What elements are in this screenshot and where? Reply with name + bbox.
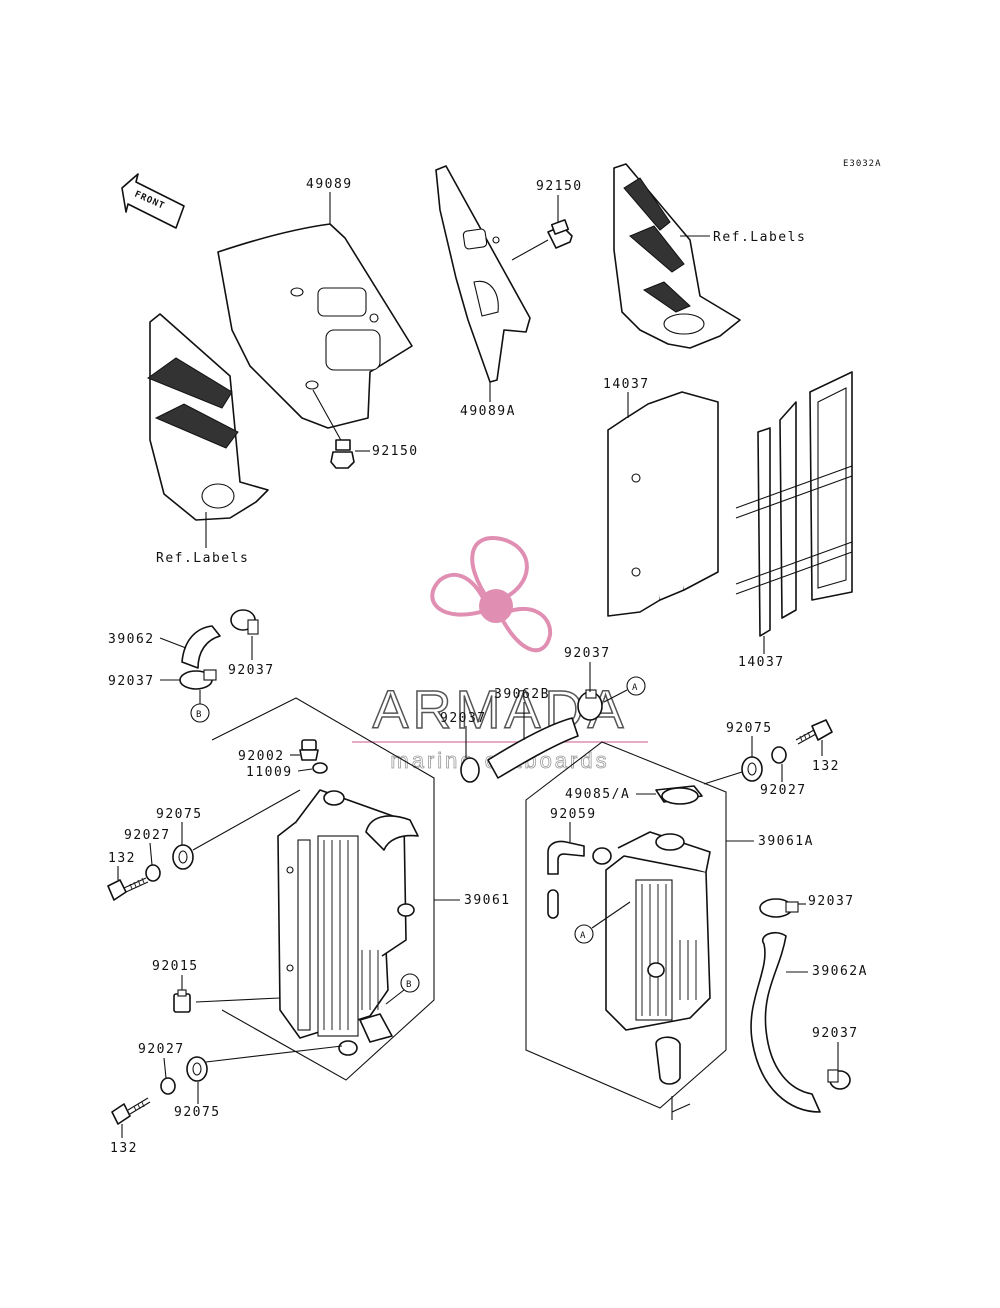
bolt-92150-top — [511, 219, 573, 261]
radiator-guard-14037-a — [607, 391, 719, 617]
cap-92002 — [299, 739, 319, 761]
label-39061a: 39061A — [758, 834, 814, 849]
clamp-92037-c — [460, 757, 480, 783]
hose-39062b — [487, 717, 579, 779]
marker-b-radiator-label: B — [406, 980, 412, 990]
propeller-icon — [430, 536, 553, 653]
label-49085a: 49085/A — [565, 787, 630, 802]
label-92037-b: 92037 — [228, 663, 275, 678]
label-14037-b: 14037 — [738, 655, 785, 670]
clip-92015 — [173, 989, 191, 1013]
label-39062: 39062 — [108, 632, 155, 647]
shroud-49089a — [435, 165, 531, 383]
radiator-box-39061a — [525, 741, 727, 1109]
label-132-c: 132 — [812, 759, 840, 774]
marker-a-top-label: A — [632, 683, 638, 693]
label-92002: 92002 — [238, 749, 285, 764]
shroud-graphic-left — [146, 313, 269, 521]
label-11009: 11009 — [246, 765, 293, 780]
label-92037-a: 92037 — [108, 674, 155, 689]
clamp-92037-a — [179, 669, 217, 690]
label-92037-c: 92037 — [440, 711, 487, 726]
label-92037-f: 92037 — [812, 1026, 859, 1041]
marker-a-radiator-label: A — [580, 931, 586, 941]
label-92027-b: 92027 — [138, 1042, 185, 1057]
marker-a-radiator: A — [574, 901, 631, 944]
label-39062a: 39062A — [812, 964, 868, 979]
grommet-92075-b — [186, 1056, 208, 1082]
label-ref-labels-left: Ref.Labels — [156, 551, 249, 566]
hose-39062a — [750, 931, 821, 1113]
label-92150-left: 92150 — [372, 444, 419, 459]
bolt-132-c — [795, 719, 833, 745]
label-92027-c: 92027 — [760, 783, 807, 798]
label-92075-b: 92075 — [174, 1105, 221, 1120]
label-92015: 92015 — [152, 959, 199, 974]
label-92075-a: 92075 — [156, 807, 203, 822]
diagram-code: E3032A — [843, 159, 882, 169]
shroud-49089 — [217, 223, 413, 429]
label-39062b: 39062B — [494, 687, 550, 702]
marker-b-top: B — [190, 690, 210, 723]
hose-92059 — [547, 840, 585, 919]
bolt-132-a — [107, 877, 149, 901]
label-92075-c: 92075 — [726, 721, 773, 736]
gasket-11009 — [312, 762, 328, 774]
bolt-132-b — [111, 1097, 151, 1125]
radiator-39061 — [277, 789, 419, 1056]
label-92150-top: 92150 — [536, 179, 583, 194]
marker-a-top: A — [603, 676, 646, 703]
label-132-a: 132 — [108, 851, 136, 866]
clamp-92037-f — [827, 1069, 851, 1090]
hose-39062 — [181, 625, 221, 669]
grommet-92075-a — [172, 844, 194, 870]
shroud-graphic-right — [613, 163, 741, 349]
collar-92027-b — [160, 1077, 176, 1095]
label-49089: 49089 — [306, 177, 353, 192]
label-92037-d: 92037 — [564, 646, 611, 661]
label-92027-a: 92027 — [124, 828, 171, 843]
label-132-b: 132 — [110, 1141, 138, 1156]
radiator-39061a — [592, 831, 711, 1085]
marker-b-radiator: B — [385, 973, 420, 1005]
label-92059: 92059 — [550, 807, 597, 822]
radiator-box-39061 — [211, 697, 435, 1081]
clamp-92037-b — [230, 609, 259, 635]
clamp-92037-e — [759, 898, 799, 918]
watermark-brand: ARMADA — [372, 680, 627, 740]
label-14037-a: 14037 — [603, 377, 650, 392]
label-92037-e: 92037 — [808, 894, 855, 909]
marker-b-top-label: B — [196, 710, 202, 720]
insulator-49085a — [655, 785, 703, 805]
bolt-92150-left — [312, 389, 355, 469]
radiator-guard-14037-b — [735, 371, 853, 637]
label-49089a: 49089A — [460, 404, 516, 419]
collar-92027-a — [145, 864, 161, 882]
front-arrow-icon: FRONT — [121, 173, 185, 229]
label-ref-labels-right: Ref.Labels — [713, 230, 806, 245]
label-39061: 39061 — [464, 893, 511, 908]
grommet-92075-c — [741, 756, 763, 782]
collar-92027-c — [771, 746, 787, 764]
